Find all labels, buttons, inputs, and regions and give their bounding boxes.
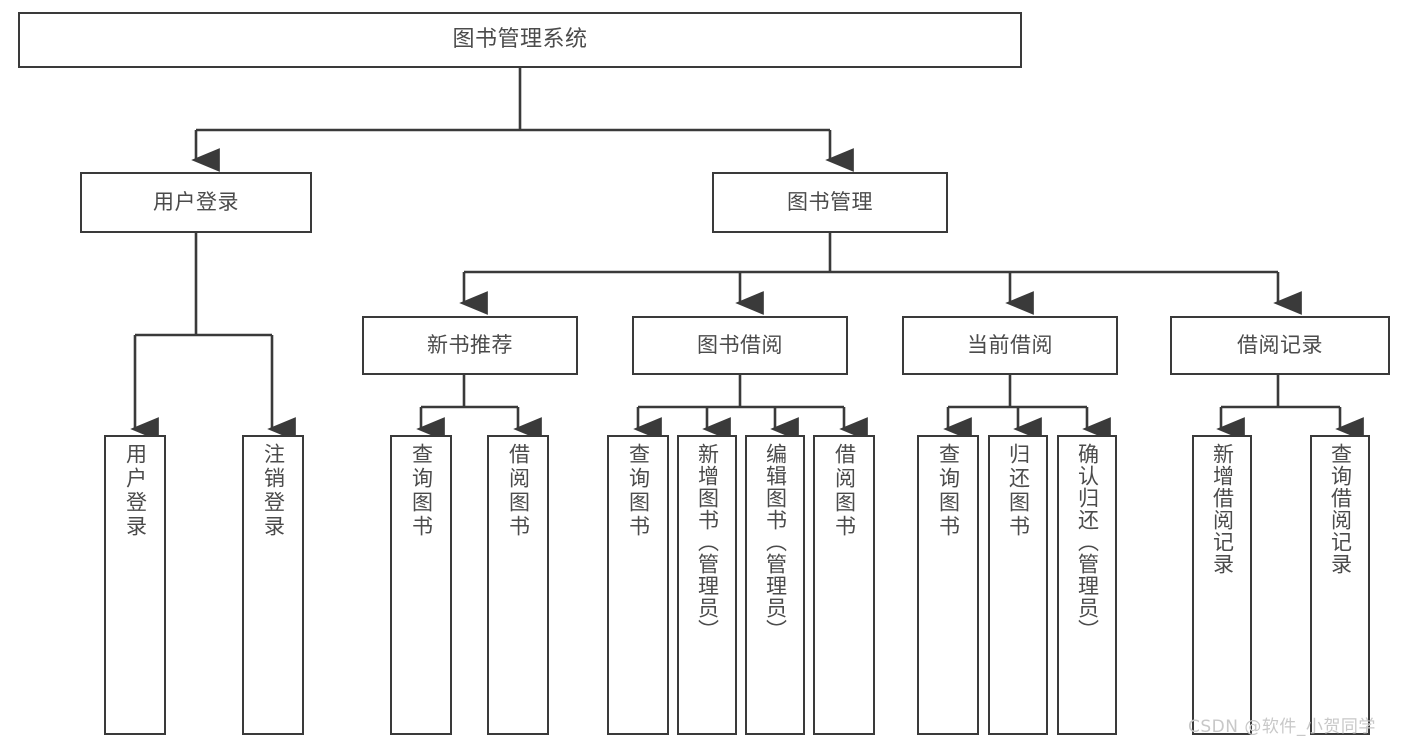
node-user-login[interactable]: 用户登录	[80, 172, 312, 233]
node-label: 图书管理	[787, 189, 873, 214]
node-label: 编辑图书（管理员）	[763, 443, 788, 641]
node-label: 图书管理系统	[452, 26, 588, 52]
node-new-book-recommend[interactable]: 新书推荐	[362, 316, 578, 375]
node-leaf-confirm-return[interactable]: 确认归还（管理员）	[1057, 435, 1117, 735]
node-leaf-logout[interactable]: 注销登录	[242, 435, 304, 735]
node-label: 新增图书（管理员）	[695, 443, 720, 641]
node-leaf-borrow-book-2[interactable]: 借阅图书	[813, 435, 875, 735]
node-label: 查询图书	[409, 443, 434, 539]
node-leaf-query-record[interactable]: 查询借阅记录	[1310, 435, 1370, 735]
node-leaf-edit-book[interactable]: 编辑图书（管理员）	[745, 435, 805, 735]
node-current-borrow[interactable]: 当前借阅	[902, 316, 1118, 375]
node-leaf-query-book-3[interactable]: 查询图书	[917, 435, 979, 735]
node-label: 当前借阅	[967, 332, 1053, 357]
node-leaf-return-book[interactable]: 归还图书	[988, 435, 1048, 735]
node-label: 查询图书	[936, 443, 961, 539]
node-label: 新书推荐	[427, 332, 513, 357]
node-leaf-query-book-1[interactable]: 查询图书	[390, 435, 452, 735]
node-label: 新增借阅记录	[1210, 443, 1235, 575]
node-label: 查询借阅记录	[1328, 443, 1353, 575]
node-leaf-query-book-2[interactable]: 查询图书	[607, 435, 669, 735]
node-label: 借阅记录	[1237, 332, 1323, 357]
node-borrow-record[interactable]: 借阅记录	[1170, 316, 1390, 375]
node-label: 归还图书	[1006, 443, 1031, 539]
node-label: 用户登录	[123, 443, 148, 539]
node-label: 注销登录	[261, 443, 286, 539]
node-label: 用户登录	[153, 189, 239, 214]
node-label: 查询图书	[626, 443, 651, 539]
node-root-system[interactable]: 图书管理系统	[18, 12, 1022, 68]
csdn-watermark: CSDN @软件_小贺同学	[1188, 717, 1376, 737]
node-book-management[interactable]: 图书管理	[712, 172, 948, 233]
node-label: 借阅图书	[832, 443, 857, 539]
node-label: 图书借阅	[697, 332, 783, 357]
node-leaf-borrow-book-1[interactable]: 借阅图书	[487, 435, 549, 735]
node-leaf-add-record[interactable]: 新增借阅记录	[1192, 435, 1252, 735]
node-label: 借阅图书	[506, 443, 531, 539]
node-book-borrow[interactable]: 图书借阅	[632, 316, 848, 375]
node-leaf-add-book[interactable]: 新增图书（管理员）	[677, 435, 737, 735]
node-label: 确认归还（管理员）	[1075, 443, 1100, 641]
node-leaf-user-login[interactable]: 用户登录	[104, 435, 166, 735]
